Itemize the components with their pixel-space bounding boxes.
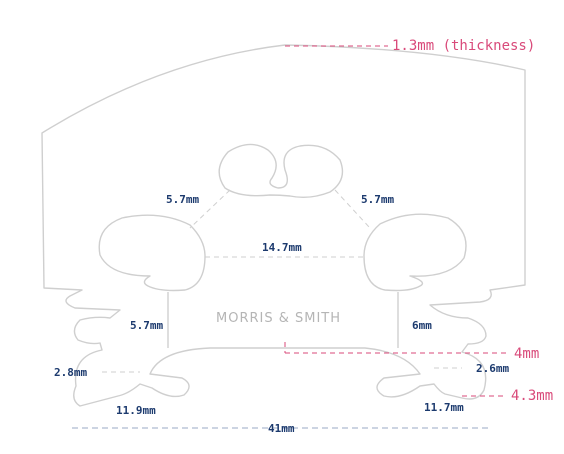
right-kidney-cutout [363,213,467,292]
left-side-label: 5.7mm [130,319,163,332]
total-width-label: 41mm [268,422,295,435]
heart-cutout [218,143,344,199]
left-foot-width-label: 11.9mm [116,404,156,417]
left-kidney-cutout [98,214,206,292]
center-width-label: 14.7mm [262,241,302,254]
brand-stamp: MORRIS & SMITH [216,311,341,326]
upper-left-leg-label: 5.7mm [166,193,199,206]
upper-right-leg-label: 5.7mm [361,193,394,206]
bridge-outline [41,44,526,407]
thickness-label: 1.3mm (thickness) [392,38,535,54]
right-side-label: 6mm [412,319,432,332]
upper-left-leg-line [189,189,231,229]
foot-height-label: 4.3mm [511,388,553,404]
heart-height-label: 4mm [514,346,539,362]
left-foot-height-label: 2.8mm [54,366,87,379]
right-foot-height-label: 2.6mm [476,362,509,375]
right-foot-width-label: 11.7mm [424,401,464,414]
